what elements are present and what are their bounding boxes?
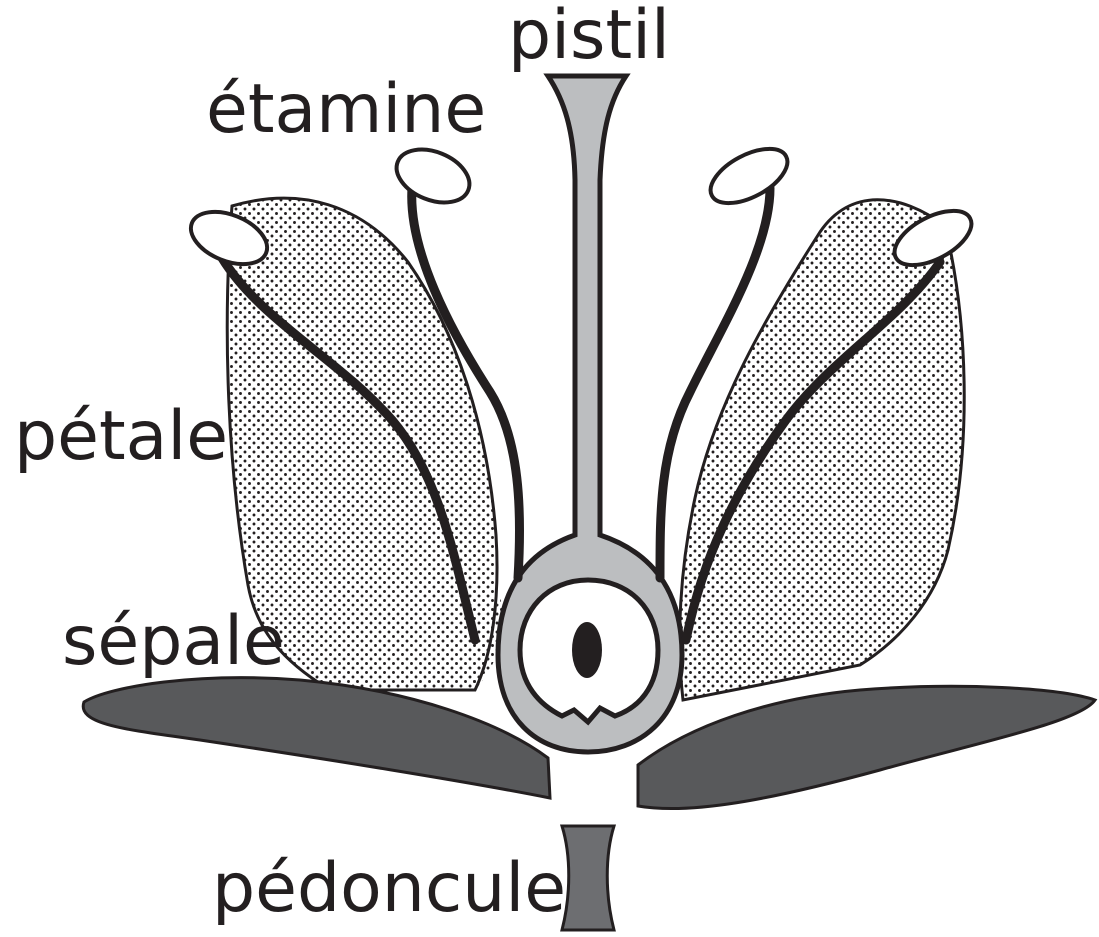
pistil bbox=[498, 76, 682, 752]
anther-inner-right bbox=[702, 138, 796, 215]
ovule bbox=[572, 622, 602, 678]
label-petale: pétale bbox=[14, 403, 228, 471]
peduncle bbox=[562, 826, 614, 930]
sepal-left bbox=[83, 678, 550, 798]
label-sepale: sépale bbox=[62, 608, 285, 676]
label-pistil: pistil bbox=[508, 2, 670, 70]
anther-inner-left bbox=[389, 140, 477, 213]
sepal-right bbox=[638, 686, 1095, 808]
label-etamine: étamine bbox=[206, 76, 486, 144]
petal-right bbox=[680, 200, 965, 700]
label-pedoncule: pédoncule bbox=[212, 855, 566, 923]
